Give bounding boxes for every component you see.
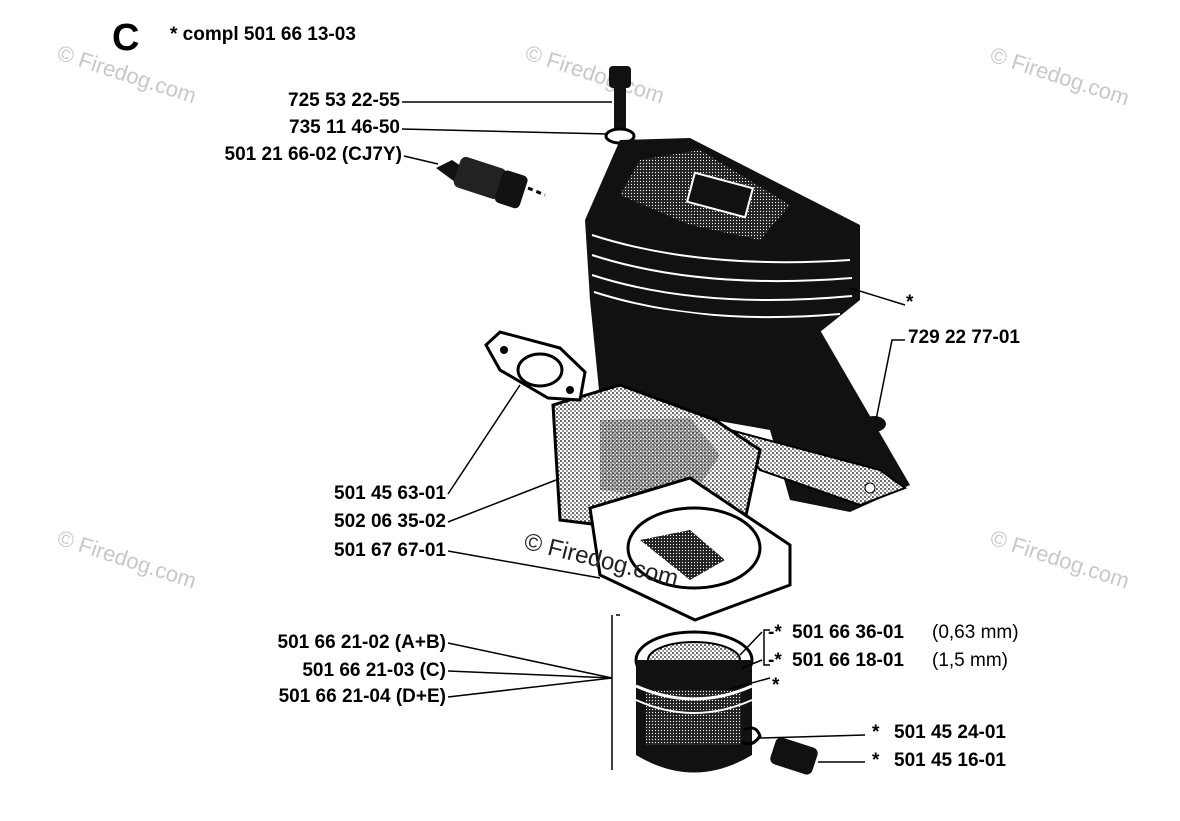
- label-ring-1-spec: (0,63 mm): [932, 622, 1019, 643]
- label-circlip: 501 45 24-01: [894, 722, 1006, 743]
- label-piston-ab: 501 66 21-02 (A+B): [277, 632, 446, 653]
- label-piston-de: 501 66 21-04 (D+E): [278, 686, 446, 707]
- label-piston-c: 501 66 21-03 (C): [302, 660, 446, 681]
- cylinder-part: [585, 138, 910, 512]
- label-ring-2-spec: (1,5 mm): [932, 650, 1008, 671]
- label-ring-2: 501 66 18-01: [792, 650, 904, 671]
- label-bolt: 725 53 22-55: [288, 90, 400, 111]
- label-spark-plug: 501 21 66-02 (CJ7Y): [224, 144, 402, 165]
- ring-2-prefix: -*: [768, 650, 782, 671]
- circlip-part: [741, 726, 762, 746]
- gudgeon-star: *: [872, 750, 880, 771]
- label-gudgeon-pin: 501 45 16-01: [894, 750, 1006, 771]
- label-ring-1: 501 66 36-01: [792, 622, 904, 643]
- cylinder-screw-part: [862, 416, 886, 446]
- label-cylinder-star: *: [906, 292, 914, 313]
- leader-lines: [401, 101, 906, 770]
- label-washer: 735 11 46-50: [289, 117, 400, 138]
- gudgeon-pin-part: [770, 737, 818, 775]
- muffler-gasket-part: [484, 330, 587, 402]
- circlip-star: *: [872, 722, 880, 743]
- label-base-gasket: 501 67 67-01: [334, 540, 446, 561]
- spark-plug-part: [436, 156, 546, 209]
- label-muffler-gasket: 501 45 63-01: [334, 483, 446, 504]
- label-piston-star: *: [772, 675, 780, 696]
- piston-part: [634, 630, 754, 773]
- section-letter: C: [112, 17, 140, 59]
- ring-1-prefix: -*: [768, 622, 782, 643]
- label-cylinder-screw: 729 22 77-01: [908, 327, 1020, 348]
- label-heat-shield: 502 06 35-02: [334, 511, 446, 532]
- compl-part-number: * compl 501 66 13-03: [170, 24, 356, 45]
- bolt-part: [609, 66, 631, 130]
- base-gasket-part: [588, 476, 792, 622]
